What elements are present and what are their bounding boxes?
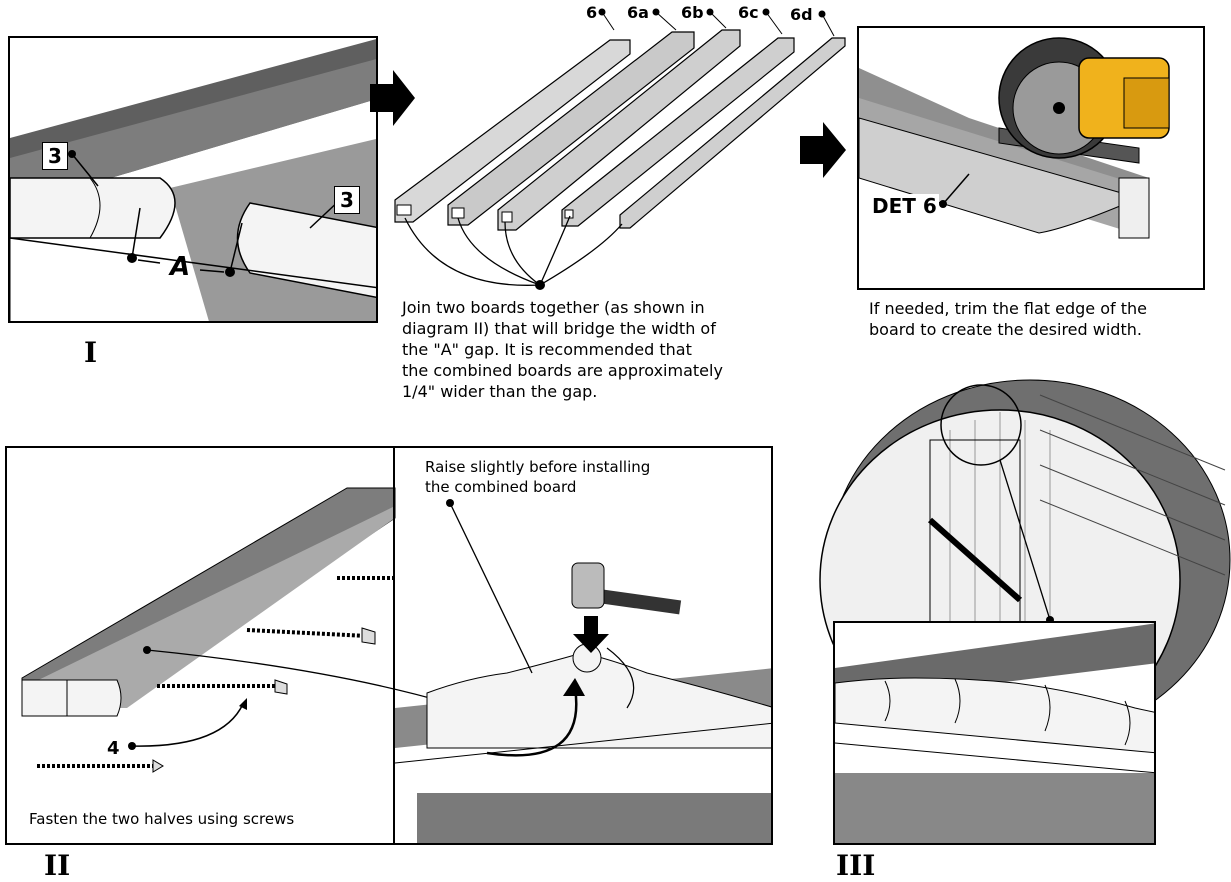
- board-label-6a: 6a: [627, 3, 649, 22]
- arrow-down-icon: [573, 616, 609, 653]
- panel-i: 3 3 A: [8, 36, 378, 323]
- part-3-label-right: 3: [334, 186, 360, 214]
- panel-ii-title: II: [44, 849, 71, 882]
- board-label-6b: 6b: [681, 3, 704, 22]
- trim-illustration: [859, 37, 1170, 239]
- hammer-icon: [571, 562, 682, 615]
- panel-iii: [833, 621, 1156, 845]
- board-label-6c: 6c: [738, 3, 759, 22]
- board-label-6d: 6d: [790, 5, 813, 24]
- board-label-6: 6: [586, 3, 598, 22]
- trim-caption: If needed, trim the flat edge of the boa…: [869, 299, 1147, 339]
- panel-i-illustration: [10, 39, 376, 321]
- raise-caption: Raise slightly before installing the com…: [425, 458, 651, 496]
- gap-a-label: A: [170, 252, 191, 282]
- boards-caption: Join two boards together (as shown in di…: [402, 298, 723, 401]
- fasten-caption: Fasten the two halves using screws: [29, 810, 295, 828]
- part-3-label-left: 3: [42, 142, 68, 170]
- detail-circle: [940, 384, 1022, 466]
- screw-icon: [37, 576, 397, 768]
- panel-ii-illustration: [21, 448, 771, 843]
- part-4-label: 4: [107, 738, 120, 759]
- panel-iii-detail: [835, 623, 1154, 843]
- panel-iii-title: III: [836, 849, 876, 882]
- det-6-label: DET 6: [870, 194, 939, 218]
- panel-ii: 4 Fasten the two halves using screws Rai…: [5, 446, 773, 845]
- panel-i-title: I: [84, 336, 98, 369]
- arrow-right-icon: [800, 122, 846, 178]
- panel-trim: DET 6: [857, 26, 1205, 290]
